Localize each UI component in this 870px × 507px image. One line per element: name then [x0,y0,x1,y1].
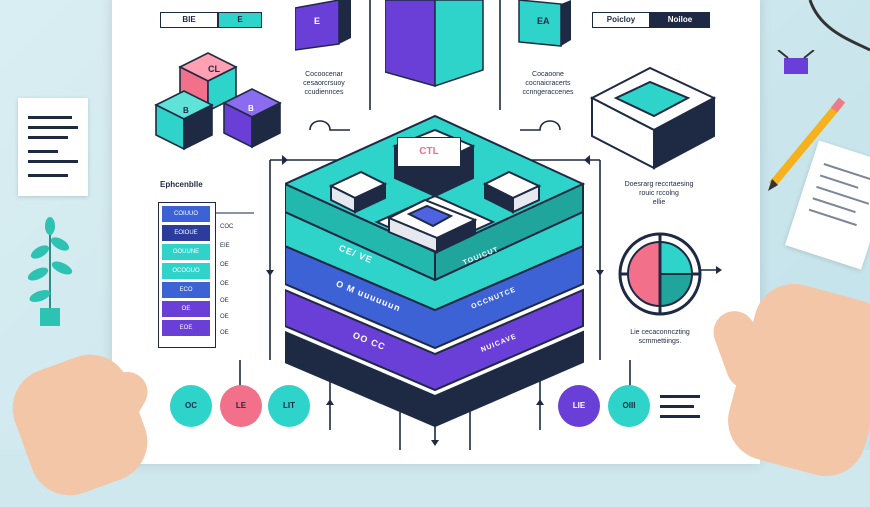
caption-right-cube: Cocaoone cocnaicracerts ccnngeraccenes [510,70,586,97]
circle-node-1: OC [170,385,212,427]
legend-cell-1: COIUUO [162,206,210,222]
pie-target-chart [618,232,702,316]
cube-group-label-right: B [248,104,254,113]
text-lines-icon [660,393,704,423]
cube-group-label-top: CL [208,64,220,74]
circle-node-5: OIII [608,385,650,427]
caption-left-cube: Cocoocenar cesaorcrsuoy ccudiennces [288,70,360,97]
legend-label-6: OE [220,314,229,320]
box-top-center [385,0,485,90]
legend-cell-4: OCOOUO [162,263,210,279]
caption-right-bottom: Lie cecaconnczting scmmettiings. [612,328,708,346]
legend-cell-6: OE [162,301,210,317]
cube-top-right [515,0,575,52]
legend-cell-2: EOIOUE [162,225,210,241]
cube-top-left-label: E [314,16,320,26]
cube-top-right-label: EA [537,16,550,26]
top-tag-left-a: BIE [160,12,218,28]
legend-cell-5: ECO [162,282,210,298]
legend-title: Ephcenblle [160,180,203,189]
legend-label-3: OE [220,262,229,268]
stack-top-label: CTL [397,137,461,167]
cube-top-left [295,0,355,52]
legend-label-7: OE [220,330,229,336]
circle-node-2: LE [220,385,262,427]
open-tray [590,62,720,172]
circle-node-3: LIT [268,385,310,427]
cube-group-label-left: B [183,106,189,115]
legend-label-5: OE [220,298,229,304]
legend-label-2: EIE [220,243,230,249]
caption-right-top: Doesrarg reccrtaesing rouic rccolng elli… [605,180,713,207]
legend-cell-3: OOUUNE [162,244,210,260]
top-tag-left-b: E [218,12,262,28]
top-tag-right-a: Poicloy [592,12,650,28]
legend-line [216,212,254,214]
legend-label-1: COC [220,224,233,230]
top-tag-right-b: Noiloe [650,12,710,28]
circle-node-4: LIE [558,385,600,427]
legend-cell-7: EOE [162,320,210,336]
legend-label-4: OE [220,281,229,287]
cube-group-left [150,45,290,155]
